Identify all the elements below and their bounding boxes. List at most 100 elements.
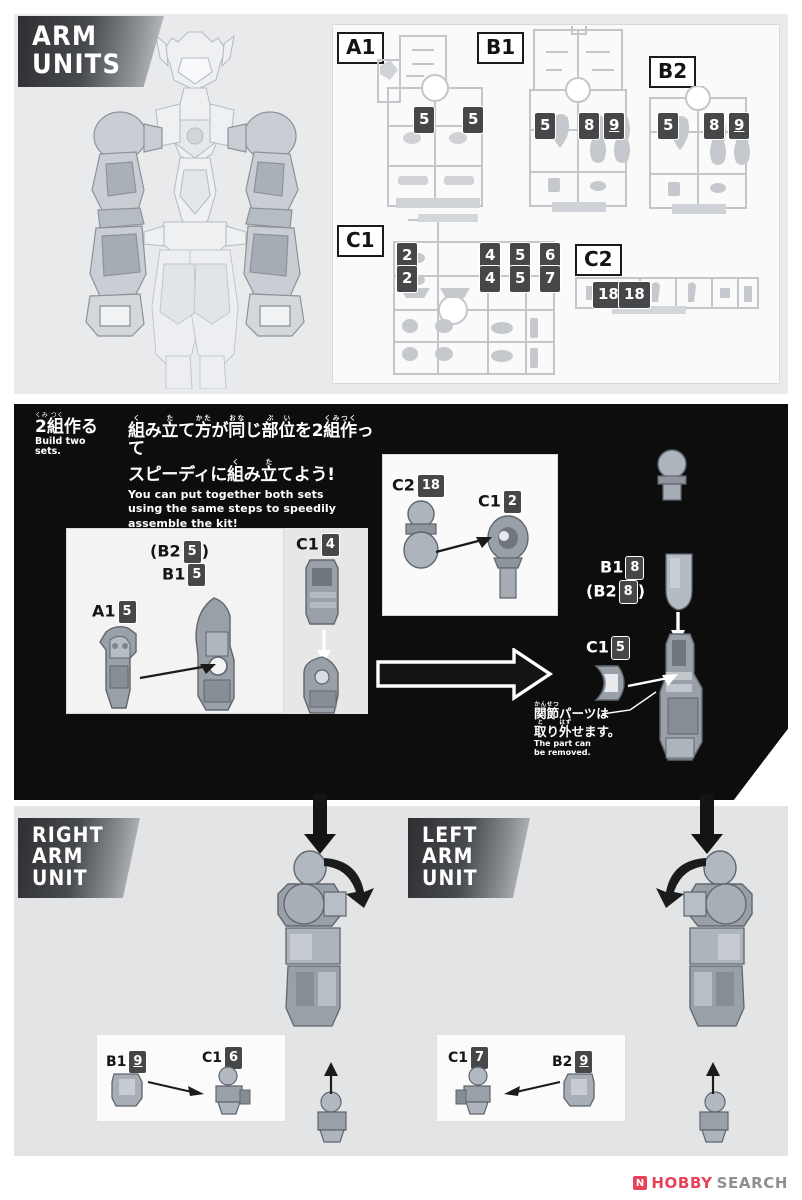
page-title-banner: ARM UNITS — [18, 16, 164, 88]
part-illustration-ball-joint-top — [648, 448, 696, 502]
badge-c1-5-b: 5 — [509, 265, 532, 293]
right-arm-sub-result-illustration — [310, 1090, 354, 1144]
chip-en-label: Build two sets. — [35, 436, 86, 458]
runner-label-b2: B2 — [649, 56, 697, 88]
part-illustration-b1-9 — [110, 1070, 144, 1108]
left-arm-finished-illustration — [650, 848, 768, 1028]
badge-c1-4-b: 4 — [479, 265, 502, 293]
sprue-b2 — [644, 86, 752, 216]
left-title-line3: UNIT — [422, 865, 478, 890]
flow-arrow-right — [374, 648, 554, 702]
badge-a1-5-b: 5 — [462, 106, 485, 134]
watermark-text-primary: HOBBY — [651, 1174, 713, 1192]
note-leader-line — [600, 690, 660, 731]
runner-label-c2: C2 — [575, 244, 622, 276]
badge-step-d-b1: 8 — [625, 556, 645, 580]
part-illustration-c1-4 — [302, 558, 344, 628]
badge-step-a-a1: 5 — [117, 600, 137, 624]
note-en-line1: The part can — [534, 738, 591, 748]
left-title-line1: LEFT — [422, 823, 478, 847]
two-sets-en-line1: You can put together both sets — [128, 488, 324, 502]
part-illustration-c1-5 — [590, 662, 626, 704]
arrow-right-sub-up — [322, 1060, 342, 1094]
arrow-c2-to-c1 — [434, 534, 496, 556]
right-title-line2: ARM — [32, 844, 84, 869]
note-en-line2: be removed. — [534, 748, 591, 758]
badge-a1-5-a: 5 — [413, 106, 436, 134]
arrow-c1-4-down — [314, 630, 336, 664]
part-illustration-step-d-assembly — [652, 632, 712, 762]
left-arm-sub-result-illustration — [692, 1090, 736, 1144]
part-illustration-b1-5 — [192, 594, 240, 712]
part-illustration-step-b-assembly — [298, 655, 348, 715]
badge-b2-9: 9 — [728, 112, 751, 140]
part-illustration-b2-9 — [562, 1070, 596, 1108]
part-illustration-a1-5 — [98, 622, 144, 710]
badge-step-d-b2: 8 — [618, 580, 638, 604]
arrow-b2-9-to-c1-7 — [500, 1078, 562, 1098]
removable-part-note: 関節かんせつパーツは 取とり外はずせます。 The part can be re… — [534, 702, 654, 758]
note-jp-line1: 関節かんせつパーツは — [534, 702, 609, 721]
arrow-b1-9-to-c1-6 — [146, 1078, 208, 1098]
badge-step-d-c1: 5 — [610, 636, 630, 660]
badge-b1-9: 9 — [603, 112, 626, 140]
watermark-text-secondary: SEARCH — [716, 1174, 788, 1192]
two-sets-en-line2: using the same steps to speedily — [128, 502, 337, 516]
arrow-left-sub-up — [704, 1060, 724, 1094]
two-sets-en-text: You can put together both sets using the… — [128, 488, 378, 531]
hobby-search-logo-icon: N — [633, 1176, 648, 1190]
two-sets-jp-line2: スピーディに組くみ立たてよう! — [128, 458, 335, 486]
mecha-illustration — [60, 24, 330, 389]
chip-jp-label: 2組作る — [35, 417, 98, 437]
note-jp-line2: 取とり外はずせます。 — [534, 720, 621, 740]
runner-label-a1: A1 — [337, 32, 385, 64]
part-illustration-c1-2 — [482, 514, 534, 602]
page-title-line2: UNITS — [32, 48, 122, 80]
step-a-panel — [66, 528, 284, 714]
build-two-sets-text: 組くみ立たて方かたが同おなじ部ぶ位いを2組作くみつくって スピーディに組くみ立た… — [128, 414, 378, 531]
left-arm-unit-banner: LEFT ARM UNIT — [408, 818, 530, 899]
chip-ruby: くみ つく — [35, 412, 64, 419]
right-title-line3: UNIT — [32, 865, 88, 890]
sprue-c2 — [572, 272, 762, 316]
badge-left-sub-c1: 7 — [470, 1046, 490, 1070]
part-illustration-c1-7 — [452, 1066, 500, 1118]
badge-c1-7: 7 — [539, 265, 562, 293]
hobby-search-watermark: N HOBBY SEARCH — [633, 1174, 788, 1192]
badge-c1-4-a: 4 — [479, 242, 502, 270]
badge-step-b-c1: 4 — [320, 533, 340, 557]
runner-label-c1: C1 — [337, 225, 384, 257]
right-arm-unit-banner: RIGHT ARM UNIT — [18, 818, 140, 899]
badge-step-a-b1: 5 — [187, 563, 207, 587]
part-illustration-c2-18 — [398, 498, 444, 570]
two-sets-jp-line1: 組くみ立たて方かたが同おなじ部ぶ位いを2組作くみつくって — [128, 414, 374, 459]
badge-step-a-b2: 5 — [182, 540, 202, 564]
badge-b1-8: 8 — [578, 112, 601, 140]
badge-step-c-c1: 2 — [502, 490, 522, 514]
flow-arrow-down-right-unit — [303, 794, 337, 856]
page-title-line1: ARM — [32, 21, 98, 52]
right-arm-finished-illustration — [262, 848, 380, 1028]
badge-c1-2-b: 2 — [396, 265, 419, 293]
part-illustration-b1-8 — [660, 552, 698, 612]
sprue-c1 — [378, 214, 568, 382]
flow-arrow-down-left-unit — [690, 794, 724, 856]
right-title-line1: RIGHT — [32, 823, 104, 847]
badge-b2-8: 8 — [703, 112, 726, 140]
sprue-a1 — [372, 30, 502, 215]
badge-c2-18-b: 18 — [618, 281, 651, 309]
build-two-sets-chip: くみ つく 2組作る Build two sets. — [30, 410, 118, 457]
